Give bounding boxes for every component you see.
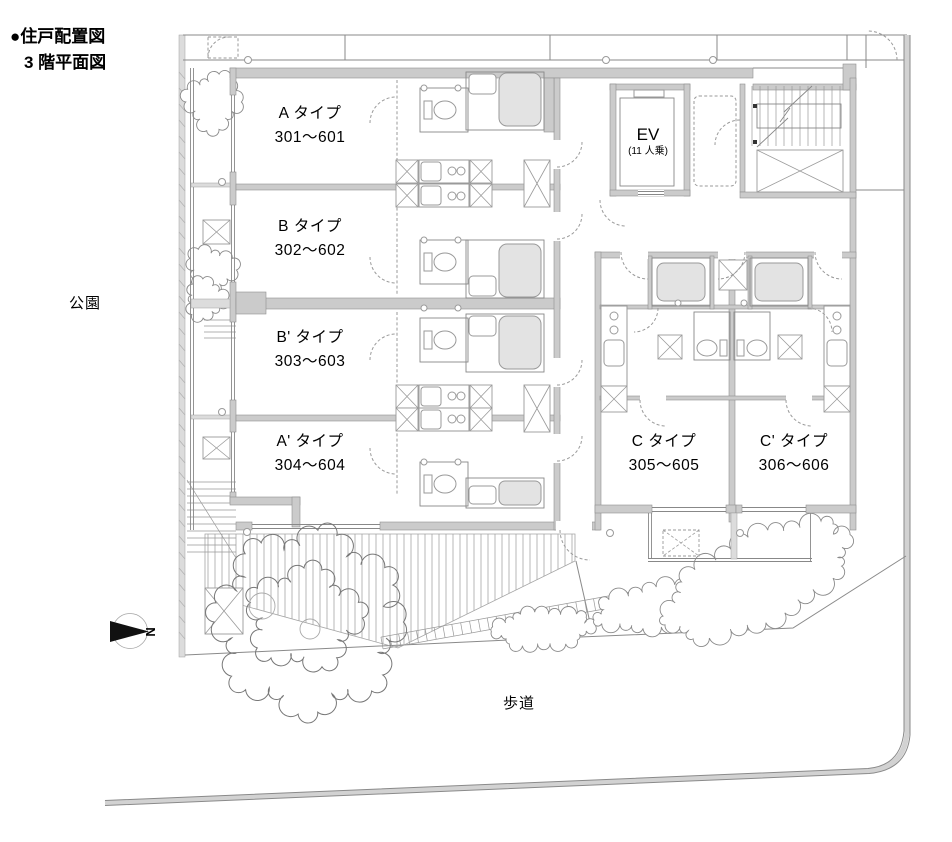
bathtub-icon <box>468 72 542 506</box>
building-walls <box>190 63 857 562</box>
boundary-hatch-ticks <box>178 71 186 640</box>
tree <box>205 522 408 724</box>
hedges <box>179 70 854 653</box>
terrace-outline <box>204 533 576 649</box>
site-boundary-lines <box>104 30 911 806</box>
staircase-rails <box>753 85 842 148</box>
north-letter: N <box>143 627 158 636</box>
shaft-x-boxes <box>202 149 851 635</box>
park-label: 公園 <box>69 295 102 312</box>
pipe-shaft <box>693 95 737 187</box>
drawing-title: ●住戸配置図 3 階平面図 <box>10 24 106 75</box>
north-arrow: N <box>110 613 158 649</box>
title-line1: ●住戸配置図 <box>10 27 106 46</box>
elevator-label: EV (11 人乗) <box>628 125 668 158</box>
vent-circles <box>218 56 744 537</box>
staircase-treads <box>751 86 841 146</box>
title-line2: 3 階平面図 <box>24 52 107 72</box>
kitchen-counter <box>418 159 470 432</box>
toilet-icon <box>423 100 457 494</box>
elevator-car <box>619 97 675 187</box>
exterior-stair <box>186 479 237 559</box>
sidewalk-label: 歩道 <box>503 695 536 712</box>
door-swings <box>369 96 843 561</box>
plumbing-fixtures <box>218 56 851 537</box>
